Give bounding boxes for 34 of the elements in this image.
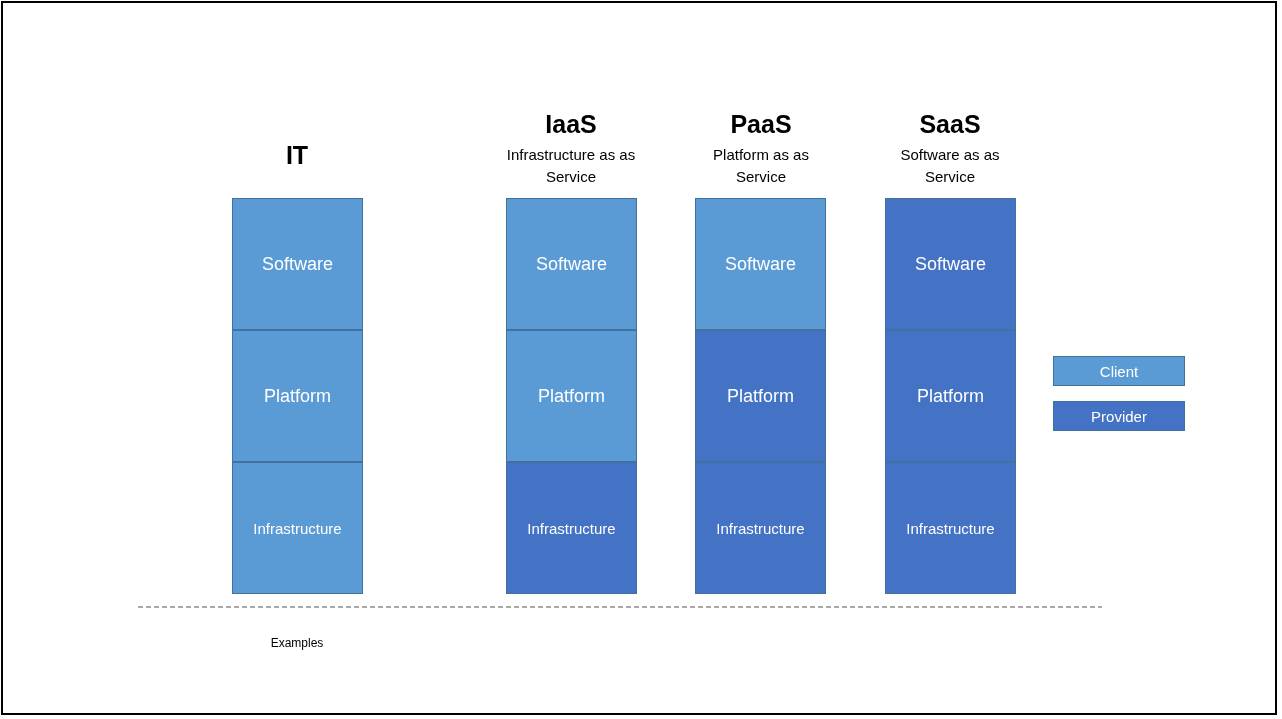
stack-layer-box: [506, 330, 637, 462]
column-subtitle: Software as as Service: [899, 145, 1001, 187]
layer-label: Infrastructure: [527, 519, 616, 537]
column-heading: IT: [284, 140, 310, 170]
layer-label: Software: [914, 253, 986, 275]
layer-label: Platform: [727, 385, 794, 407]
stack-layer-box: [506, 462, 637, 594]
column-heading: IaaS: [544, 109, 598, 139]
layer-label: Software: [724, 253, 796, 275]
layer-label: Infrastructure: [906, 519, 995, 537]
stack-layer-box: [695, 462, 826, 594]
legend-label: Provider: [1091, 407, 1147, 425]
layer-label: Platform: [264, 385, 331, 407]
layer-label: Platform: [917, 385, 984, 407]
stack-layer-box: [232, 462, 363, 594]
layer-label: Infrastructure: [716, 519, 805, 537]
stack-layer-box: [885, 198, 1016, 330]
layer-label: Software: [261, 253, 333, 275]
stack-layer-box: [232, 330, 363, 462]
stack-layer-box: [232, 198, 363, 330]
stack-layer-box: [885, 330, 1016, 462]
layer-label: Platform: [538, 385, 605, 407]
layer-label: Infrastructure: [253, 519, 342, 537]
column-heading: PaaS: [729, 109, 793, 139]
column-heading: SaaS: [918, 109, 982, 139]
stack-layer-box: [695, 330, 826, 462]
column-subtitle: Platform as as Service: [712, 145, 810, 187]
stack-layer-box: [885, 462, 1016, 594]
layer-label: Software: [535, 253, 607, 275]
stack-layer-box: [695, 198, 826, 330]
row-label: Examples: [269, 635, 325, 652]
stack-layer-box: [506, 198, 637, 330]
column-subtitle: Infrastructure as as Service: [505, 145, 637, 187]
legend-label: Client: [1099, 362, 1139, 380]
